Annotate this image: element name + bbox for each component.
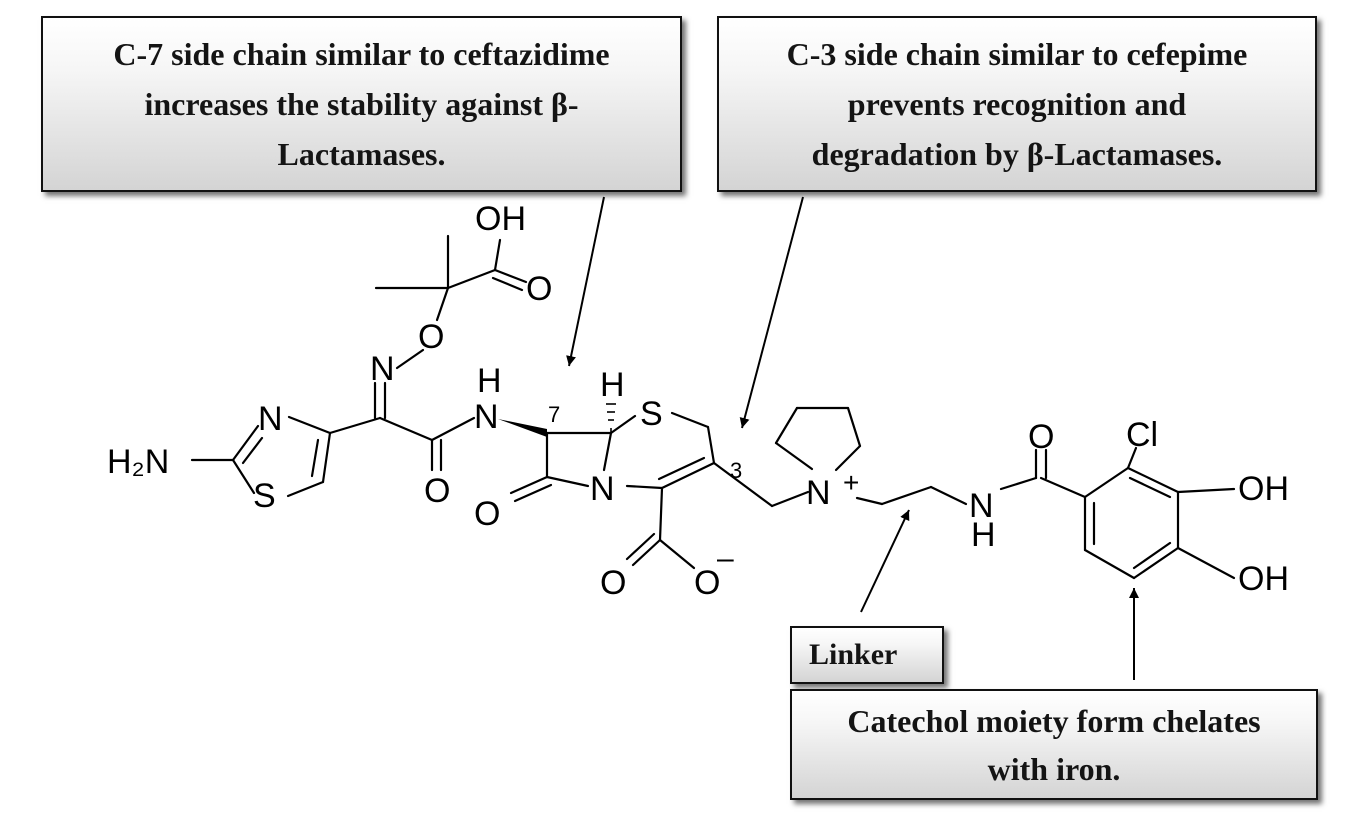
c7-callout-line-3: Lactamases. <box>277 136 446 172</box>
hashed-bond <box>606 403 616 433</box>
atom-o-carboxylate: O <box>600 564 626 602</box>
c3-arrow <box>739 196 804 429</box>
atom-h-amide: H <box>477 362 502 400</box>
atom-h2n: H₂N <box>107 443 169 481</box>
atom-n-oxime: N <box>370 350 395 388</box>
c3-callout-line-1: C-3 side chain similar to cefepime <box>786 36 1248 72</box>
atom-o-amide: O <box>424 472 450 510</box>
charge-minus: – <box>717 542 734 575</box>
atom-n-thiazole: N <box>258 400 283 438</box>
c7-side-chain-callout: C-7 side chain similar to ceftazidime in… <box>41 16 682 192</box>
linker-callout: Linker <box>790 626 944 684</box>
atom-h-benzamide: H <box>971 516 996 554</box>
atom-oh-acid: OH <box>475 200 526 238</box>
catechol-callout: Catechol moiety form chelates with iron. <box>790 689 1318 800</box>
atom-oh-upper: OH <box>1238 470 1289 508</box>
wedge-bond <box>498 419 547 437</box>
atom-o-ether: O <box>418 318 444 356</box>
catechol-callout-line-2: with iron. <box>987 750 1121 787</box>
atom-o-lactam: O <box>474 495 500 533</box>
molecule-bonds <box>190 234 1236 580</box>
atom-s-thiazole: S <box>253 477 276 515</box>
c3-side-chain-callout: C-3 side chain similar to cefepime preve… <box>717 16 1317 192</box>
locant-c3: 3 <box>730 458 742 483</box>
c3-callout-line-3: degradation by β-Lactamases. <box>811 136 1223 172</box>
charge-plus: + <box>843 467 859 498</box>
atom-o-benzamide: O <box>1028 418 1054 456</box>
atom-o-minus: O <box>694 564 720 602</box>
atom-o-acid: O <box>526 270 552 308</box>
linker-callout-text: Linker <box>809 638 898 671</box>
atom-n-amide: N <box>474 398 499 436</box>
c7-callout-line-1: C-7 side chain similar to ceftazidime <box>113 36 610 72</box>
locant-labels: 7 3 <box>548 402 742 483</box>
atom-n-lactam: N <box>590 470 615 508</box>
atom-s-ring: S <box>640 395 663 433</box>
stereo-bonds <box>498 403 616 437</box>
atom-labels: OH O O N H N N H₂N S O H S O N O O – N +… <box>107 200 1289 602</box>
locant-c7: 7 <box>548 402 560 427</box>
atom-n-plus: N <box>806 474 831 512</box>
c3-callout-line-2: prevents recognition and <box>847 86 1187 122</box>
atom-n-benzamide: N <box>969 487 994 525</box>
c7-arrow <box>566 196 605 367</box>
linker-arrow <box>860 509 910 613</box>
c7-callout-line-2: increases the stability against β- <box>144 86 579 122</box>
atom-cl: Cl <box>1126 416 1158 454</box>
atom-oh-lower: OH <box>1238 560 1289 598</box>
atom-h-stereo: H <box>600 366 625 404</box>
catechol-callout-line-1: Catechol moiety form chelates <box>847 702 1261 739</box>
callout-arrows <box>566 196 1139 680</box>
